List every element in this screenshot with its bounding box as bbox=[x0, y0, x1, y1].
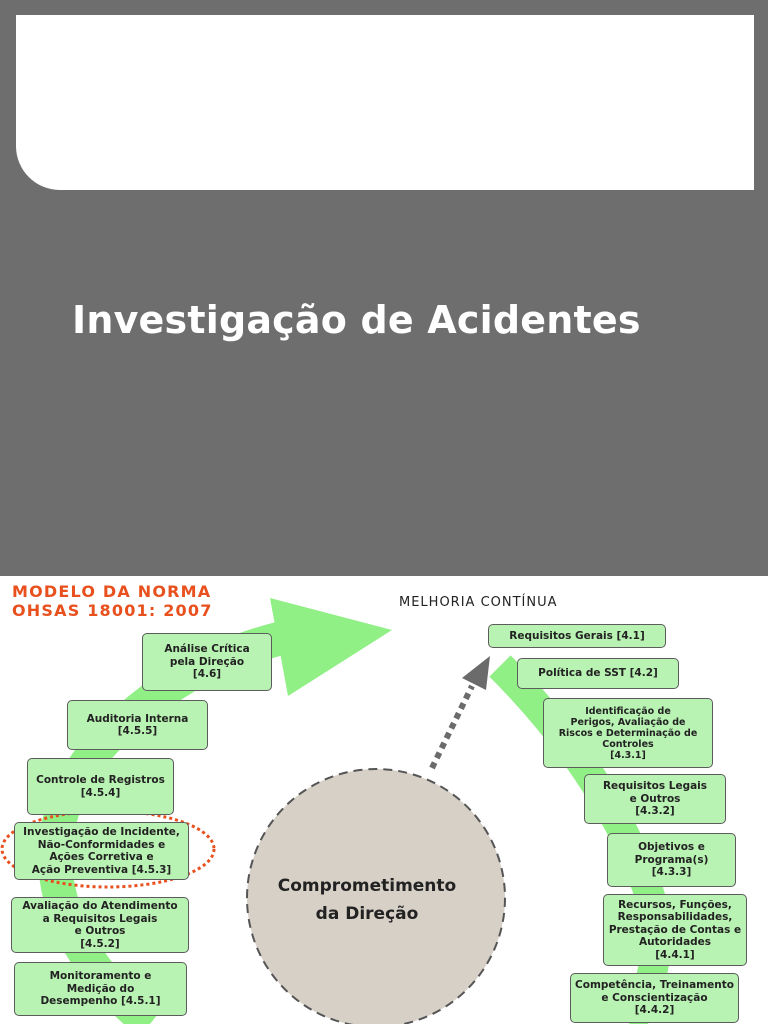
box-internal-audit: Auditoria Interna [4.5.5] bbox=[67, 700, 208, 750]
model-title: MODELO DA NORMA OHSAS 18001: 2007 bbox=[12, 582, 213, 620]
slide-title: Investigação de Acidentes bbox=[72, 298, 641, 342]
dotted-arrow-line bbox=[429, 684, 475, 770]
model-title-line2: OHSAS 18001: 2007 bbox=[12, 601, 213, 620]
box-records-control: Controle de Registros [4.5.4] bbox=[27, 758, 174, 815]
title-placeholder-card bbox=[16, 15, 754, 190]
box-legal-compliance-evaluation: Avaliação do Atendimento a Requisitos Le… bbox=[11, 897, 189, 953]
ohsas-model-diagram: MODELO DA NORMA OHSAS 18001: 2007 MELHOR… bbox=[0, 576, 768, 1024]
box-objectives-programs: Objetivos e Programa(s) [4.3.3] bbox=[607, 833, 736, 887]
box-sst-policy: Política de SST [4.2] bbox=[517, 658, 679, 689]
box-general-requirements: Requisitos Gerais [4.1] bbox=[488, 624, 666, 648]
box-legal-requirements: Requisitos Legais e Outros [4.3.2] bbox=[584, 774, 726, 824]
box-performance-monitoring: Monitoramento e Medição do Desempenho [4… bbox=[14, 962, 187, 1016]
continuous-improvement-label: MELHORIA CONTÍNUA bbox=[399, 595, 558, 610]
box-incident-investigation: Investigação de Incidente, Não-Conformid… bbox=[14, 822, 189, 880]
box-management-review: Análise Crítica pela Direção [4.6] bbox=[142, 633, 272, 691]
box-resources-roles: Recursos, Funções, Responsabilidades, Pr… bbox=[603, 894, 747, 966]
model-title-line1: MODELO DA NORMA bbox=[12, 582, 212, 601]
box-hazard-identification: Identificação de Perigos, Avaliação de R… bbox=[543, 698, 713, 768]
box-competence-training: Competência, Treinamento e Conscientizaç… bbox=[570, 973, 739, 1023]
center-line1: Comprometimento bbox=[277, 876, 457, 896]
center-commitment-text: Comprometimento da Direção bbox=[248, 872, 486, 928]
commitment-circle bbox=[246, 768, 506, 1024]
highlight-ellipse bbox=[0, 809, 216, 889]
dotted-arrow-head bbox=[462, 656, 490, 690]
center-line2: da Direção bbox=[315, 904, 419, 924]
left-cycle-arrow-head bbox=[270, 598, 392, 696]
